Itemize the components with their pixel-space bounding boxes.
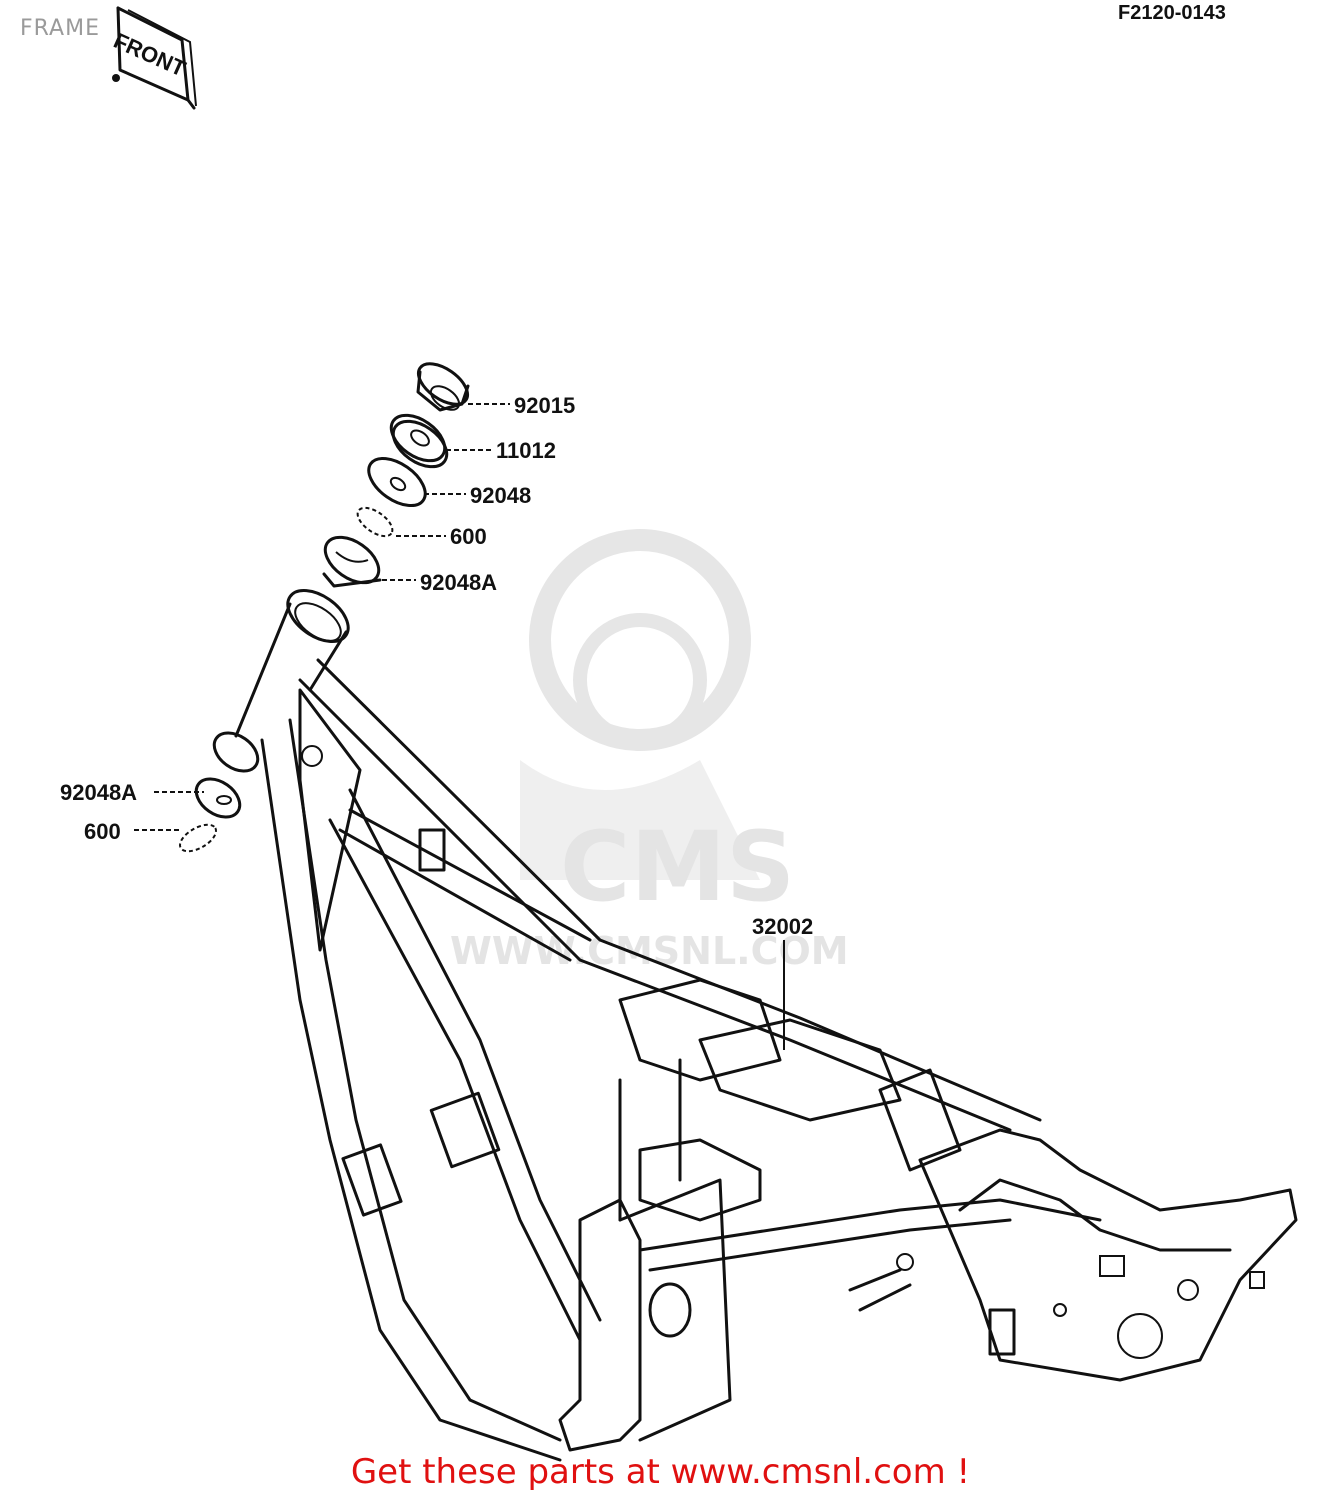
bearing-cap-icon [389,413,449,469]
diagram-code: F2120-0143 [1118,2,1226,24]
page-title: FRAME [20,16,100,41]
label-92048a-lower: 92048A [60,780,137,805]
front-tag: FRONT [110,6,197,110]
label-92048a-upper: 92048A [420,570,497,595]
label-92015: 92015 [514,393,575,418]
lower-steering-parts [178,777,242,853]
ring-icon [367,456,427,508]
lower-ball-icon [178,823,218,853]
label-92048: 92048 [470,483,531,508]
leaders [134,403,785,1050]
watermark-url: WWW.CMSNL.COM [450,929,849,973]
steel-ball-icon [356,506,394,538]
frame-icon [212,589,1298,1462]
footer-link[interactable]: Get these parts at www.cmsnl.com ! [350,1452,971,1492]
label-600-upper: 600 [450,524,487,549]
lower-race-icon [194,777,242,819]
stem-nut-icon [416,362,470,412]
watermark: CMS WWW.CMSNL.COM [450,529,849,973]
watermark-brand: CMS [560,811,795,923]
steering-parts [322,362,470,588]
part-labels: 92015 11012 92048 600 92048A 92048A 600 … [60,393,813,939]
label-11012: 11012 [496,438,556,463]
bearing-race-icon [322,535,382,588]
label-32002: 32002 [752,914,813,939]
label-600-lower: 600 [84,819,121,844]
